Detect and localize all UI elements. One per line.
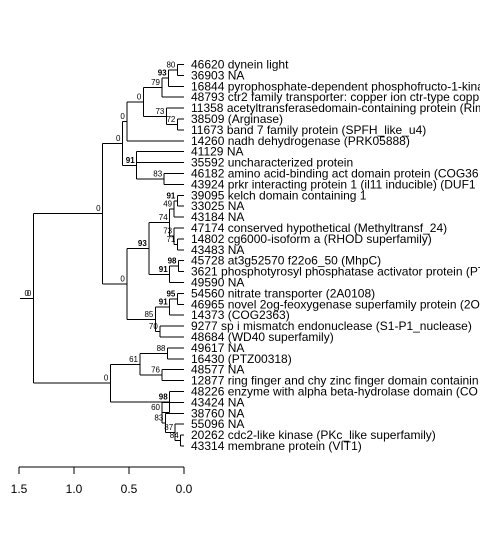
bootstrap-label: 0: [116, 134, 121, 143]
leaf-label: 3621 phosphotyrosyl phosphatase activato…: [191, 265, 480, 279]
axis-tick-label: 0.5: [121, 482, 138, 496]
bootstrap-label: 72: [166, 115, 175, 124]
bootstrap-label: 83: [153, 169, 162, 178]
bootstrap-label: 83: [154, 413, 163, 422]
leaf-label: 38509 (Arginase): [191, 112, 283, 126]
scale-axis: 1.5 1.0 0.5 0.0: [11, 466, 193, 496]
leaf-label: 39095 kelch domain containing 1: [191, 188, 367, 202]
leaf-label: 16430 (PTZ00318): [191, 352, 292, 366]
bootstrap-label: 0: [27, 289, 32, 298]
bootstrap-label: 71: [166, 235, 175, 244]
leaf-label: 46965 novel 2og-feoxygenase superfamily …: [191, 297, 480, 311]
bootstrap-label: 93: [158, 69, 167, 78]
bootstrap-label: 0: [96, 204, 101, 213]
bootstrap-label: 73: [163, 227, 172, 236]
leaf-label: 9277 sp i mismatch endonuclease (S1-P1_n…: [191, 319, 472, 333]
bootstrap-label: 61: [129, 355, 138, 364]
bootstrap-label: 60: [151, 403, 160, 412]
bootstrap-label: 0: [104, 374, 109, 383]
leaf-label: 48577 NA: [191, 363, 244, 377]
axis-tick-label: 1.0: [66, 482, 83, 496]
leaf-label: 35592 uncharacterized protein: [191, 156, 353, 170]
leaf-label: 43924 prkr interacting protein 1 (il11 i…: [191, 177, 476, 191]
bootstrap-label: 87: [164, 423, 173, 432]
bootstrap-label: 0: [120, 274, 125, 283]
bootstrap-label: 88: [157, 344, 166, 353]
leaf-label: 14260 nadh dehydrogenase (PRK05888): [191, 134, 410, 148]
leaf-label: 46182 amino acid-binding act domain prot…: [191, 167, 479, 181]
bootstrap-label: 84: [170, 431, 179, 440]
leaf-label: 16844 pyrophosphate-dependent phosphofru…: [191, 79, 480, 93]
leaf-label: 12877 ring finger and chy zinc finger do…: [191, 374, 479, 388]
bootstrap-label: 95: [166, 289, 175, 298]
bootstrap-label: 0: [137, 92, 142, 101]
leaf-label: 47174 conserved hypothetical (Methyltran…: [191, 221, 447, 235]
leaf-label: 43483 NA: [191, 243, 244, 257]
bootstrap-label: 76: [151, 366, 160, 375]
leaf-label: 43314 membrane protein (VIT1): [191, 439, 362, 453]
bootstrap-label: 74: [159, 213, 168, 222]
leaf-label: 14373 (COG2363): [191, 308, 290, 322]
axis-tick-label: 1.5: [11, 482, 28, 496]
bootstrap-label: 85: [144, 310, 153, 319]
leaf-label: 48684 (WD40 superfamily): [191, 330, 334, 344]
bootstrap-label: 98: [168, 257, 177, 266]
leaf-label: 36903 NA: [191, 68, 244, 82]
leaf-label: 55096 NA: [191, 417, 244, 431]
bootstrap-label: 70: [149, 322, 158, 331]
leaf-label: 11673 band 7 family protein (SPFH_like_u…: [191, 123, 426, 137]
bootstrap-label: 80: [166, 60, 175, 69]
leaf-label: 49617 NA: [191, 341, 244, 355]
leaf-label: 46620 dynein light: [191, 58, 289, 72]
bootstrap-label: 91: [166, 191, 175, 200]
leaf-label: 45728 at3g52570 f22o6_50 (MhpC): [191, 254, 381, 268]
bootstrap-label: 49: [163, 199, 172, 208]
bootstrap-label: 91: [126, 156, 135, 165]
root-label: 0: [25, 289, 30, 298]
leaf-label: 49590 NA: [191, 276, 244, 290]
leaf-label: 20262 cdc2-like kinase (PKc_like superfa…: [191, 428, 436, 442]
tree-branches: [20, 64, 184, 447]
leaf-label: 11358 acetyltransferasedomain-containing…: [191, 101, 480, 115]
leaf-label: 48793 ctr2 family transporter: copper io…: [191, 90, 479, 104]
bootstrap-label: 73: [155, 107, 164, 116]
bootstrap-label: 93: [138, 239, 147, 248]
leaf-label: 14802 cg6000-isoform a (RHOD superfamily…: [191, 232, 432, 246]
leaf-label: 54560 nitrate transporter (2A0108): [191, 286, 375, 300]
leaf-label: 43424 NA: [191, 395, 244, 409]
bootstrap-label: 0: [120, 112, 125, 121]
leaf-label: 38760 NA: [191, 406, 244, 420]
bootstrap-label: 91: [159, 265, 168, 274]
bootstrap-label: 79: [151, 78, 160, 87]
leaf-label: 48226 enzyme with alpha beta-hydrolase d…: [191, 385, 478, 399]
leaf-label: 43184 NA: [191, 210, 244, 224]
bootstrap-label: 91: [159, 298, 168, 307]
leaf-label: 41129 NA: [191, 145, 243, 159]
leaf-label: 33025 NA: [191, 199, 244, 213]
bootstrap-labels: 8093797273008391091497173749891939591708…: [25, 60, 180, 440]
bootstrap-label: 98: [159, 393, 168, 402]
axis-tick-label: 0.0: [176, 482, 193, 496]
